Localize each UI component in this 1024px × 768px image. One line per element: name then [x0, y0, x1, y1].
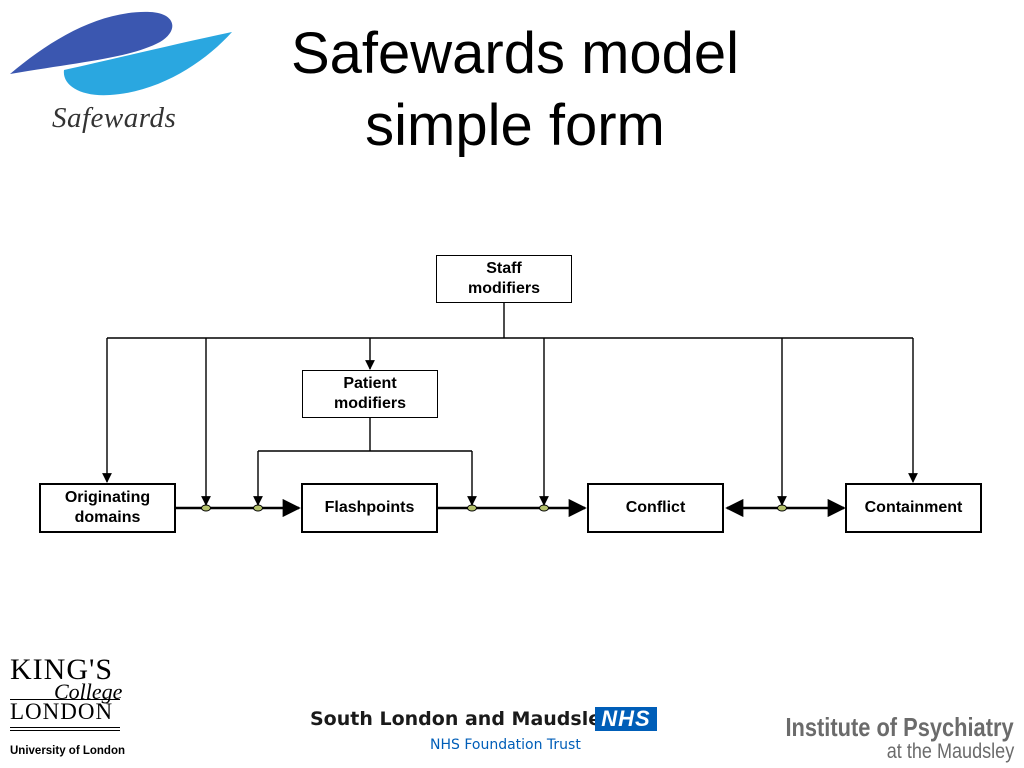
junction-dot: [539, 504, 549, 512]
junction-dot: [253, 504, 263, 512]
conflict-node: Conflict: [587, 483, 724, 533]
kings-logo-rule: [10, 727, 120, 728]
originating-domains-label: Originating domains: [64, 489, 151, 526]
staff-modifiers-label: Staff modifiers: [467, 260, 540, 297]
safewards-swoosh-light: [63, 32, 232, 96]
conflict-label: Conflict: [625, 499, 686, 516]
containment-node: Containment: [845, 483, 982, 533]
safewards-logo-wordmark: Safewards: [52, 102, 177, 134]
iop-logo-line-2: at the Maudsley: [886, 740, 1014, 763]
patient-modifiers-node: Patient modifiers: [302, 370, 438, 418]
iop-logo-line-1: Institute of Psychiatry: [785, 712, 1014, 742]
containment-label: Containment: [864, 499, 963, 516]
flashpoints-label: Flashpoints: [324, 499, 415, 516]
slam-logo-trust: NHS Foundation Trust: [430, 737, 581, 753]
slam-logo-name: South London and Maudsley: [310, 708, 614, 730]
kings-logo-line-1: KING'S: [10, 653, 114, 686]
junction-dot: [201, 504, 211, 512]
kings-logo-line-3: LONDON: [10, 699, 114, 724]
staff-modifiers-node: Staff modifiers: [436, 255, 572, 303]
slide-title-line-2: simple form: [365, 93, 665, 158]
slide-title: Safewards model simple form: [230, 18, 800, 162]
patient-modifiers-label: Patient modifiers: [333, 375, 406, 412]
nhs-badge: NHS: [595, 707, 657, 731]
safewards-swoosh-dark: [10, 11, 173, 74]
originating-domains-node: Originating domains: [39, 483, 176, 533]
safewards-logo-swoosh: [10, 11, 232, 96]
kings-logo-subtitle: University of London: [10, 745, 125, 757]
flashpoints-node: Flashpoints: [301, 483, 438, 533]
kings-logo-rule: [10, 699, 120, 700]
kings-college-logo: KING'S College LONDON University of Lond…: [10, 653, 125, 757]
slide-title-line-1: Safewards model: [290, 21, 740, 86]
junction-dot: [777, 504, 787, 512]
junction-dot: [467, 504, 477, 512]
kings-logo-rule: [10, 730, 120, 731]
